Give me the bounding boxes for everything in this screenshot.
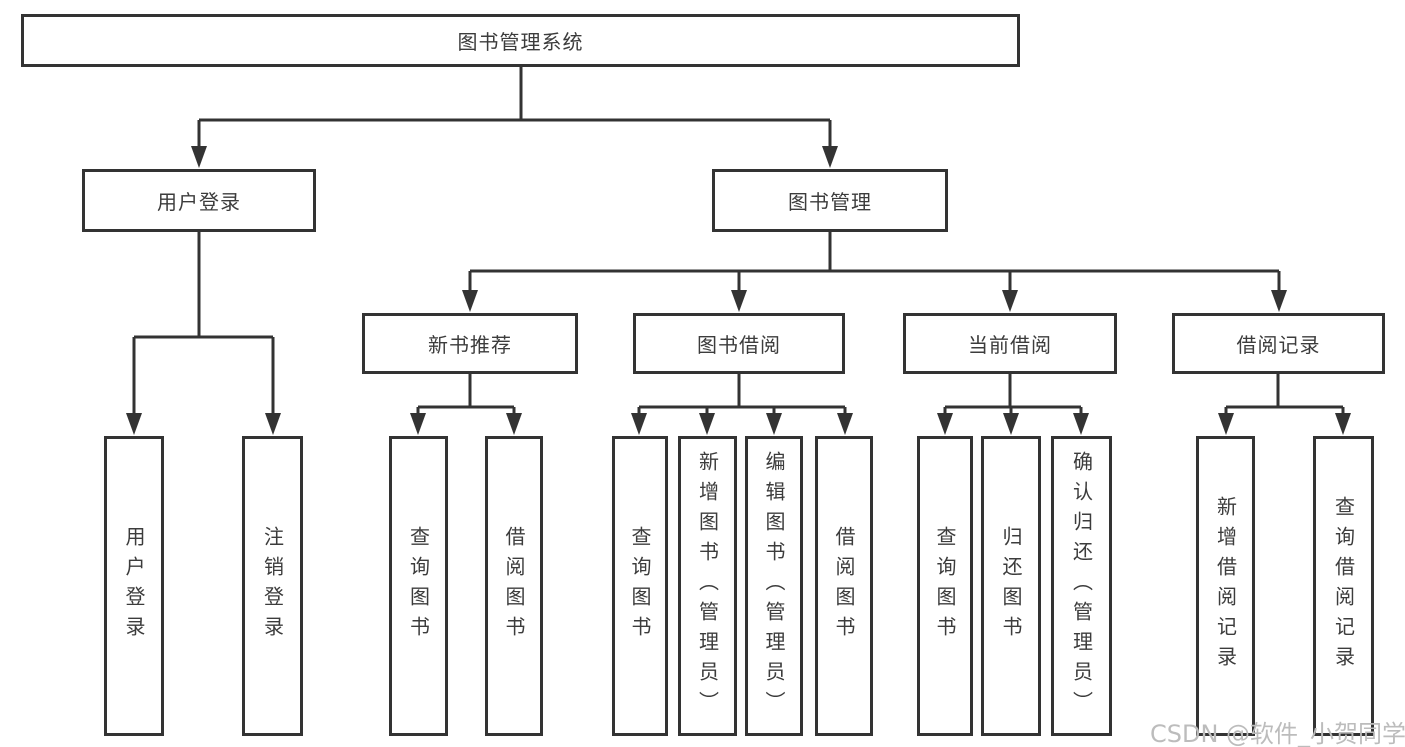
arrow-down-icon	[631, 413, 647, 435]
arrow-down-icon	[462, 290, 478, 312]
node-book-borrowing: 图书借阅	[633, 313, 845, 374]
arrow-down-icon	[699, 413, 715, 435]
node-library-management-system: 图书管理系统	[21, 14, 1020, 67]
node-leaf-confirm-return-admin: 确认归还（管理员）	[1051, 436, 1112, 736]
arrow-down-icon	[265, 413, 281, 435]
arrow-down-icon	[1002, 290, 1018, 312]
arrow-down-icon	[191, 146, 207, 168]
arrow-down-icon	[731, 290, 747, 312]
node-leaf-add-borrow-record: 新增借阅记录	[1196, 436, 1255, 736]
node-leaf-query-books-current: 查询图书	[917, 436, 973, 736]
arrow-down-icon	[1271, 290, 1287, 312]
arrow-down-icon	[126, 413, 142, 435]
arrow-down-icon	[1218, 413, 1234, 435]
node-leaf-edit-books-admin: 编辑图书（管理员）	[745, 436, 803, 736]
node-leaf-user-login: 用户登录	[104, 436, 164, 736]
node-leaf-borrow-books-borrowing: 借阅图书	[815, 436, 873, 736]
node-user-login: 用户登录	[82, 169, 316, 232]
node-borrowing-records: 借阅记录	[1172, 313, 1385, 374]
arrow-down-icon	[1073, 413, 1089, 435]
watermark-text: CSDN @软件_小贺同学	[1150, 720, 1405, 747]
arrow-down-icon	[1335, 413, 1351, 435]
node-book-management: 图书管理	[712, 169, 948, 232]
arrow-down-icon	[937, 413, 953, 435]
node-leaf-return-books: 归还图书	[981, 436, 1041, 736]
node-current-borrowing: 当前借阅	[903, 313, 1117, 374]
arrow-down-icon	[1003, 413, 1019, 435]
arrow-down-icon	[766, 413, 782, 435]
arrowheads	[126, 146, 1351, 435]
node-leaf-add-books-admin: 新增图书（管理员）	[678, 436, 737, 736]
node-leaf-borrow-books-recommend: 借阅图书	[485, 436, 543, 736]
node-leaf-query-borrow-record: 查询借阅记录	[1313, 436, 1374, 736]
node-leaf-logout: 注销登录	[242, 436, 303, 736]
node-leaf-query-books-borrowing: 查询图书	[612, 436, 668, 736]
arrow-down-icon	[506, 413, 522, 435]
arrow-down-icon	[822, 146, 838, 168]
connector-lines	[132, 66, 1345, 418]
arrow-down-icon	[410, 413, 426, 435]
arrow-down-icon	[837, 413, 853, 435]
node-new-book-recommendation: 新书推荐	[362, 313, 578, 374]
node-leaf-query-books-recommend: 查询图书	[389, 436, 448, 736]
